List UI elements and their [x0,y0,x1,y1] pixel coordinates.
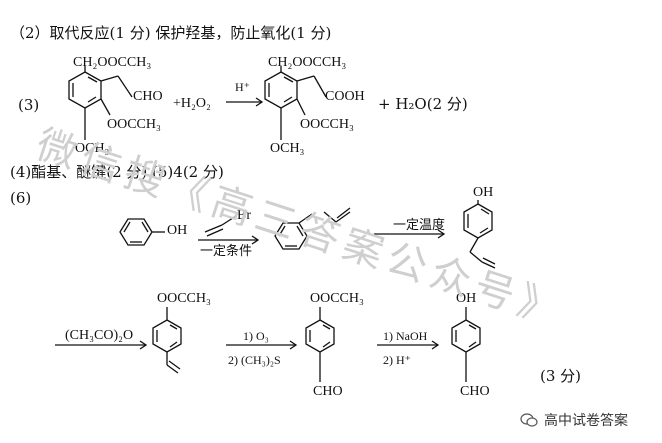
q3-r1-bottom: OCH₃ [75,141,110,156]
q6-phenol-oh: OH [167,223,188,238]
q6-cond1: 一定条件 [200,244,253,259]
q3-plus-h2o2: +H₂O₂ [173,96,211,111]
q6-cond4a: 1) O₃ [243,329,269,343]
q3-r1-top: CH₂OOCCH₃ [73,55,152,70]
q3-r1-ester: OOCCH₃ [107,117,161,132]
q6-cond5a: 1) NaOH [383,329,428,343]
q3-p-bottom: OCH₃ [270,141,305,156]
q6-phenol-ring [119,218,165,246]
q3-product-ring [264,66,327,140]
q6-prod5-bottom: CHO [460,384,490,399]
q6-br: Br [237,208,251,223]
wechat-icon [520,413,538,427]
q6-cond5b: 2) H⁺ [383,353,411,367]
q3-reactant-ring [68,66,133,140]
q2-answer: （2）取代反应(1 分) 保护羟基，防止氧化(1 分) [10,24,332,42]
q6-vinyl-acetate-ring [152,307,182,374]
q6-cond4b: 2) (CH₃)₂S [228,353,281,367]
q6-prod4-bottom: CHO [313,384,343,399]
q3-p-ester: OOCCH₃ [300,117,354,132]
q3-arrow-cond: H⁺ [235,80,250,94]
q3-label: (3) [18,96,40,114]
q6-allylphenol-ring [463,200,496,269]
footer-badge: 高中试卷答案 [520,410,628,430]
q6-cond2: 一定温度 [393,218,446,233]
q3-plus-water: + H₂O(2 分) [378,95,468,113]
q3-p-cooh: COOH [325,89,365,104]
q6-prod5-top: OH [456,291,477,306]
q4-q5-answer: (4)酯基、醚键(2 分) (5)4(2 分) [10,163,224,181]
q6-label: (6) [10,189,32,207]
q3-p-top: CH₂OOCCH₃ [268,55,347,70]
q6-formyl-acetate-ring [305,307,335,382]
q6-prod4-top: OOCCH₃ [310,291,364,306]
q6-score: (3 分) [540,367,582,385]
q6-cond3: (CH₃CO)₂O [65,328,134,343]
q6-hydroxybenzaldehyde-ring [451,307,481,382]
q3-r1-cho: CHO [133,89,163,104]
q6-prod3-top: OOCCH₃ [157,291,211,306]
footer-label: 高中试卷答案 [544,413,628,429]
q6-prod2-oh: OH [473,185,494,200]
q6-allyl-phenyl-ether [274,207,351,250]
